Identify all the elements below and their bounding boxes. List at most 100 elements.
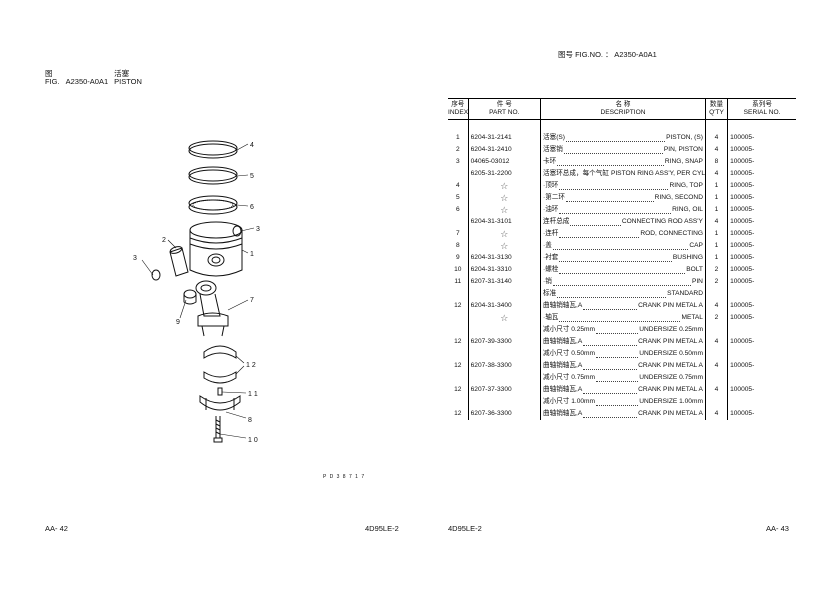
row-desc-en: UNDERSIZE 0.75mm xyxy=(639,374,703,381)
row-desc-en: METAL xyxy=(681,314,703,321)
row-desc-cn: 曲轴销轴瓦,A xyxy=(543,410,583,417)
callout-3-left: 3 xyxy=(133,255,137,262)
row-part-no: 6204-31-3400 xyxy=(467,300,541,312)
dot-leader xyxy=(557,291,667,298)
header-desc-cn: 名 称 xyxy=(615,101,631,108)
dot-leader xyxy=(583,411,638,418)
row-qty: 4 xyxy=(704,132,728,144)
dot-leader xyxy=(566,135,666,142)
row-part-no xyxy=(467,372,541,384)
row-part-no: 6207-38-3300 xyxy=(467,360,541,372)
header-index-cn: 序号 xyxy=(451,101,465,108)
row-serial xyxy=(727,372,796,384)
dot-leader xyxy=(596,351,639,358)
row-qty xyxy=(704,288,728,300)
title-cn: 活塞 xyxy=(114,69,130,78)
right-model-code: 4D95LE-2 xyxy=(448,524,482,533)
row-serial: 100005- xyxy=(727,408,796,420)
star-icon: ☆ xyxy=(467,240,541,252)
row-qty: 4 xyxy=(704,216,728,228)
header-index-en: INDEX xyxy=(448,109,469,116)
row-part-no: 6207-39-3300 xyxy=(467,336,541,348)
row-desc-cn: ·盖 xyxy=(543,242,552,249)
dot-leader xyxy=(596,327,639,334)
row-qty: 1 xyxy=(704,180,728,192)
row-qty: 8 xyxy=(704,156,728,168)
dot-leader xyxy=(596,399,639,406)
dot-leader xyxy=(557,159,664,166)
row-desc-cn: 减小尺寸 1.00mm xyxy=(543,398,596,405)
row-desc-cn: 活塞(S) xyxy=(543,134,565,141)
row-qty xyxy=(704,396,728,408)
row-qty: 1 xyxy=(704,228,728,240)
row-serial: 100005- xyxy=(727,168,796,180)
row-serial xyxy=(727,324,796,336)
row-serial: 100005- xyxy=(727,228,796,240)
row-desc-en: UNDERSIZE 0.50mm xyxy=(639,350,703,357)
row-desc-cn: 卡环 xyxy=(543,158,557,165)
row-index xyxy=(448,372,468,384)
row-desc-cn: 曲轴销轴瓦,A xyxy=(543,386,583,393)
row-desc-en: PIN, PISTON xyxy=(663,146,703,153)
row-serial: 100005- xyxy=(727,264,796,276)
dot-leader xyxy=(583,387,638,394)
bearing-shells-drawing xyxy=(203,345,237,384)
row-qty: 1 xyxy=(704,252,728,264)
row-desc-en: RING, OIL xyxy=(672,206,703,213)
dot-leader xyxy=(552,279,691,286)
dot-leader xyxy=(566,195,654,202)
row-serial: 100005- xyxy=(727,300,796,312)
row-desc-cn: 减小尺寸 0.25mm xyxy=(543,326,596,333)
row-description: 连杆总成 CONNECTING ROD ASS'Y xyxy=(540,216,706,228)
header-index: 序号 INDEX xyxy=(448,98,469,120)
callout-3-right: 3 xyxy=(256,226,260,233)
callout-4: 4 xyxy=(250,142,254,149)
row-qty: 2 xyxy=(704,276,728,288)
row-index: 12 xyxy=(454,338,462,345)
row-index xyxy=(448,348,468,360)
fig-no-header: 图号 FIG.NO. ： A2350-A0A1 xyxy=(558,50,657,59)
dot-leader xyxy=(559,267,686,274)
row-part-no: 6204-31-2410 xyxy=(467,144,541,156)
row-qty: 4 xyxy=(704,144,728,156)
row-desc-cn: 曲轴销轴瓦,A xyxy=(543,362,583,369)
table-header-row: 序号 INDEX 件 号 PART NO. 名 称 DESCRIPTION 数量… xyxy=(448,98,796,120)
row-serial xyxy=(727,396,796,408)
piston-exploded-diagram: 4 5 6 3 1 2 3 7 9 1 2 1 1 8 1 0 xyxy=(133,140,260,444)
row-index xyxy=(448,168,468,180)
row-qty: 4 xyxy=(704,408,728,420)
oil-ring-drawing xyxy=(188,195,238,215)
callout-9: 9 xyxy=(176,319,180,326)
title-en: PISTON xyxy=(114,77,142,86)
row-desc-cn: 连杆总成 xyxy=(543,218,570,225)
header-desc-en: DESCRIPTION xyxy=(600,109,646,116)
row-desc-en: CONNECTING ROD ASS'Y xyxy=(621,218,703,225)
callout-5: 5 xyxy=(250,173,254,180)
fig-code: A2350-A0A1 xyxy=(65,77,109,86)
bushing-drawing xyxy=(183,289,197,305)
row-desc-en: ROD, CONNECTING xyxy=(640,230,703,237)
row-desc-cn: ·第二环 xyxy=(543,194,565,201)
row-desc-cn: 曲轴销轴瓦,A xyxy=(543,338,583,345)
row-serial: 100005- xyxy=(727,384,796,396)
row-index: 6 xyxy=(455,206,460,213)
row-index: 8 xyxy=(455,242,460,249)
rod-bolt-drawing xyxy=(213,416,223,443)
fig-label-cn: 图 xyxy=(45,69,53,78)
row-part-no xyxy=(467,396,541,408)
